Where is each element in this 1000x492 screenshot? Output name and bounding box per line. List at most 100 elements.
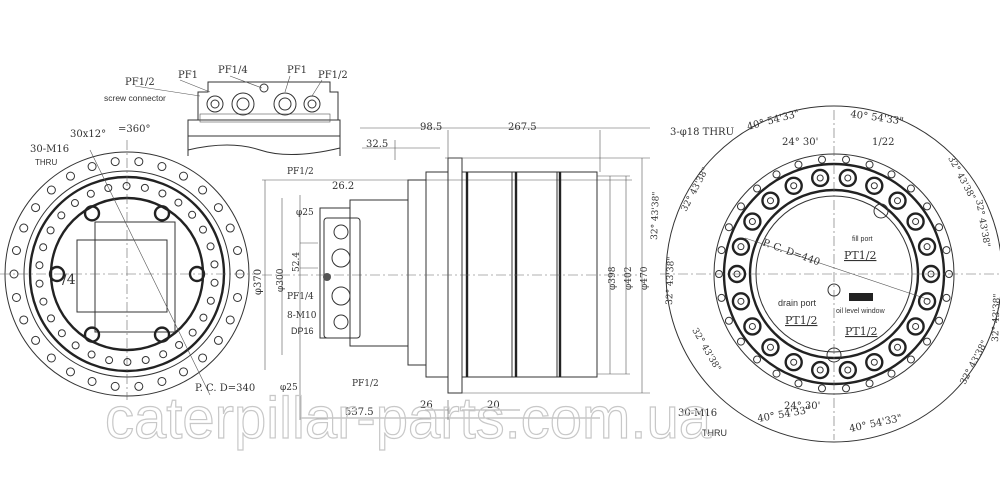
bolt-hole xyxy=(87,376,97,386)
bolt-center xyxy=(927,270,935,278)
bolt-hole xyxy=(945,270,953,278)
angle-32-a: 32° 43'38" xyxy=(680,166,712,213)
bolt-hole xyxy=(179,171,188,181)
bolt-center xyxy=(870,358,878,366)
bolt-hole xyxy=(753,355,762,364)
watermark: caterpillar-parts.com.ua xyxy=(105,386,712,451)
bolt-hole xyxy=(724,223,733,232)
bolt-head xyxy=(921,264,941,284)
bolt-hole xyxy=(141,355,150,364)
fragment-label: /4 xyxy=(62,272,76,288)
bolt-head xyxy=(810,168,830,188)
bolt-hole xyxy=(19,223,29,233)
dia-a-label: φ25 xyxy=(296,208,314,218)
port-boss xyxy=(153,205,171,222)
dim-52-4-label: 52.4 xyxy=(292,252,302,272)
bolt-hole xyxy=(842,384,851,393)
bolt-head xyxy=(784,176,803,195)
bolt-hole xyxy=(213,203,223,213)
bolt-hole xyxy=(923,202,932,211)
bolt-hole xyxy=(66,171,75,181)
pcd-label: P. C. D=340 xyxy=(195,383,255,394)
angle-spacing-label: 30x12° xyxy=(70,129,106,140)
depth-label: DP16 xyxy=(291,326,314,336)
bolt-head xyxy=(761,338,780,357)
bolt-center xyxy=(923,243,931,251)
dim-26-2-label: 26.2 xyxy=(332,181,354,192)
bolt-hole xyxy=(179,367,188,377)
bolt-hole xyxy=(11,246,21,256)
port-ps-label: PF1/4 xyxy=(287,292,314,302)
bolt-hole xyxy=(772,170,781,179)
bolt-head xyxy=(888,338,907,357)
bolt-hole xyxy=(158,189,167,198)
angle-24-b: 24° 30' xyxy=(784,401,820,412)
bolt-hole xyxy=(39,297,48,306)
bolt-hole xyxy=(71,341,80,350)
bolt-hole xyxy=(46,226,55,235)
bolt-hole xyxy=(935,223,944,232)
bolt-hole xyxy=(199,313,208,322)
bolt-hole xyxy=(817,384,826,393)
angle-32-e: 32° 43'38" xyxy=(973,199,991,248)
bolt-hole xyxy=(210,260,219,269)
bolt-hole xyxy=(887,369,896,378)
dia-b-label: φ25 xyxy=(280,383,298,393)
bolt-hole xyxy=(923,337,932,346)
dim-20-label: 20 xyxy=(487,400,500,411)
angle-32-g: 32° 43'38" xyxy=(991,293,1000,342)
bolt-center xyxy=(923,297,931,305)
bolt-hole xyxy=(794,379,803,388)
bolt-head xyxy=(838,168,858,188)
bolt-hole xyxy=(31,203,41,213)
bolt-center xyxy=(816,174,824,182)
bolt-head xyxy=(906,317,925,336)
bolt-hole xyxy=(865,160,874,169)
port-boss xyxy=(83,205,101,222)
bolt-hole xyxy=(233,246,243,256)
bolt-hole xyxy=(887,170,896,179)
bolt-hole xyxy=(865,379,874,388)
angle-40-a: 40° 54'33" xyxy=(746,108,801,133)
bolt-hole xyxy=(157,162,167,172)
bolt-hole xyxy=(935,316,944,325)
bolt-hole xyxy=(198,185,208,195)
bolt-center xyxy=(737,243,745,251)
bolt-hole xyxy=(213,335,223,345)
oil-level-size: PT1/2 xyxy=(845,325,877,338)
bolt-head xyxy=(784,353,803,372)
side-view: 98.5 267.5 32.5 PF1/2 26.2 φ25 52.4 PF1/… xyxy=(262,122,650,420)
port-ps-label: PF1/4 xyxy=(218,65,248,76)
bolt-head xyxy=(731,292,751,311)
bolt-hole xyxy=(715,270,723,278)
screw-connector-label: screw connector xyxy=(104,93,166,103)
oil-level-window-icon xyxy=(849,293,873,301)
dia-370-label: φ370 xyxy=(253,269,264,295)
bolt-hole xyxy=(159,350,168,359)
bolt-hole xyxy=(134,157,144,167)
bolt-head xyxy=(743,317,762,336)
bolt-hole xyxy=(86,189,95,198)
port-p1-label: PF1/2 xyxy=(287,167,314,177)
dia-398-label: φ398 xyxy=(608,266,618,290)
bolt-hole xyxy=(174,198,183,207)
fill-port-size: PT1/2 xyxy=(844,249,876,262)
bolt-hole xyxy=(123,357,132,366)
angle-40-b: 40° 54'33" xyxy=(850,109,905,127)
left-end-view: 30-M16 THRU 30x12° =360° /4 P. C. D=340 … xyxy=(0,124,264,400)
port-b-label: PF1 xyxy=(178,70,198,81)
bolt-hole xyxy=(225,315,235,325)
bolts-label: 30-M16 xyxy=(30,144,69,155)
bolt-head xyxy=(761,191,780,210)
bolt-hole xyxy=(46,353,56,363)
angle-32-c: 32° 43'38" xyxy=(689,327,722,374)
pcd-label: P. C. D=440 xyxy=(761,237,821,268)
bolt-center xyxy=(870,182,878,190)
dim-26-label: 26 xyxy=(420,400,433,411)
angle-32-b: 32° 43'38" xyxy=(665,256,677,305)
bolt-head xyxy=(865,176,884,195)
port-x1-label: PF1/2 xyxy=(318,70,348,81)
bolt-hole xyxy=(87,350,96,359)
bolt-hole xyxy=(188,210,197,219)
bolt-hole xyxy=(817,155,826,164)
